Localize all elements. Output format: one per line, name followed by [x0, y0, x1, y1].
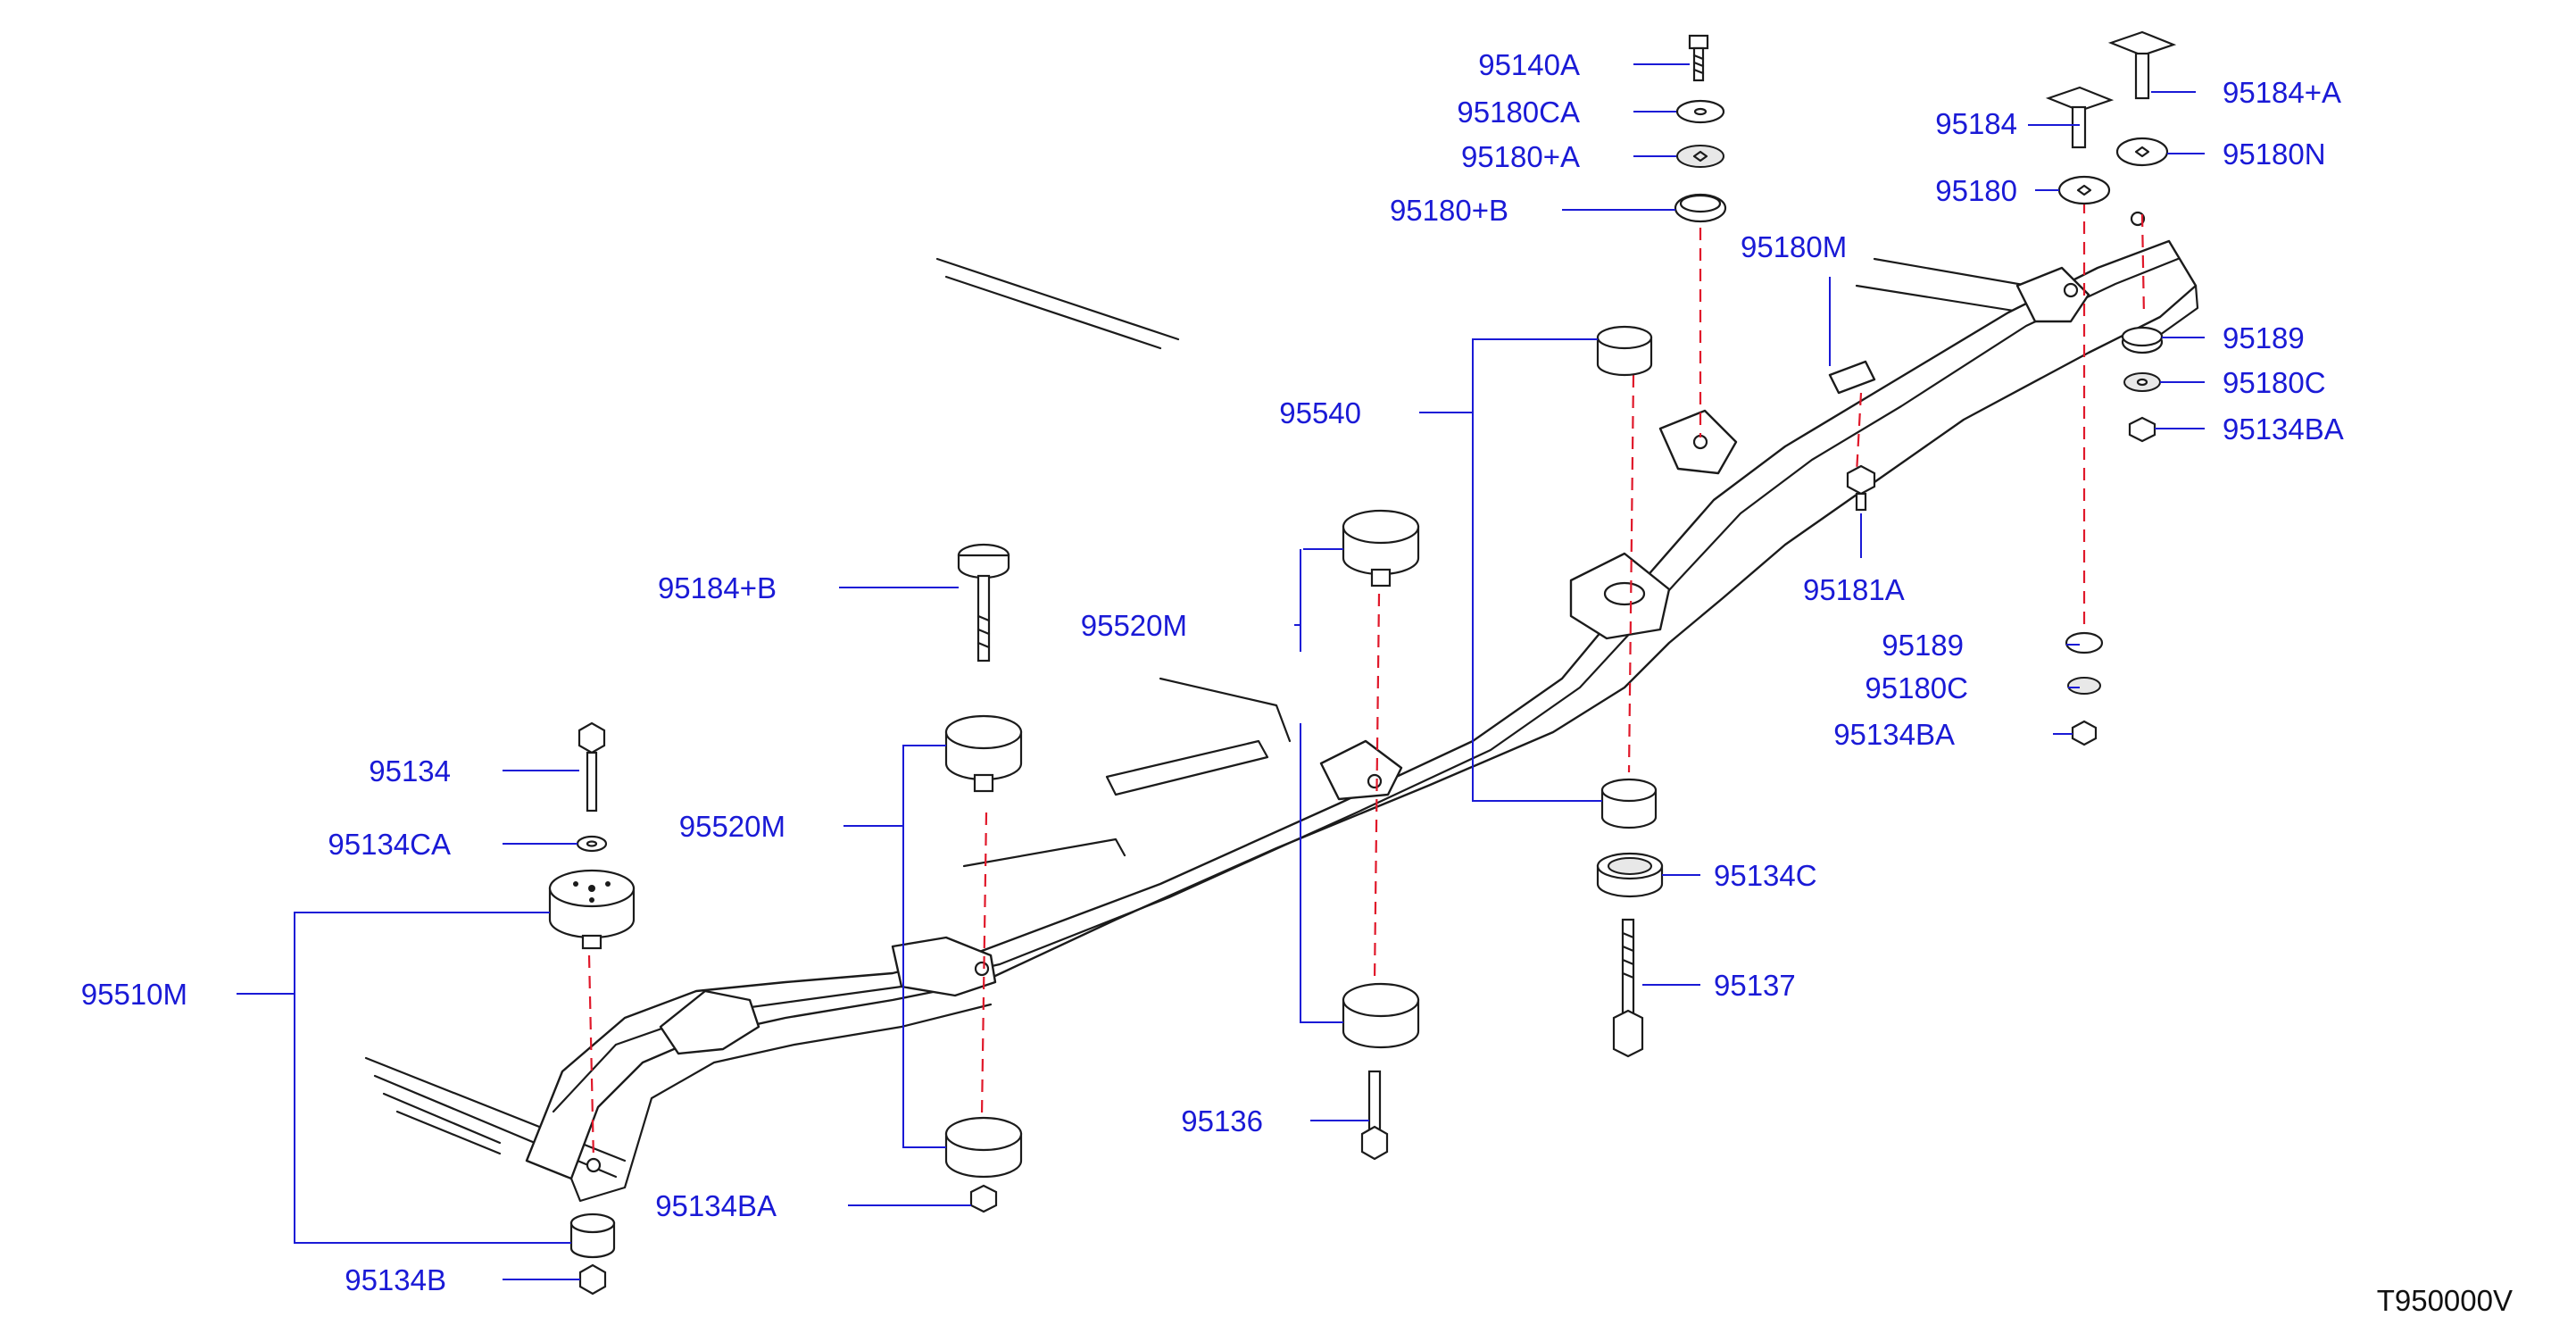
assembly-axes [587, 201, 2146, 1162]
cushion-95510M-upper-icon [548, 869, 636, 950]
cushion-95540-lower-icon [1600, 778, 1658, 829]
callout-95184-top: 95184 [1935, 107, 2017, 140]
callout-95540: 95540 [1279, 396, 1361, 429]
callout-95134CA: 95134CA [328, 828, 451, 861]
bolt-95140A-icon [1688, 34, 1709, 82]
callout-95180C-lower: 95180C [1865, 671, 1968, 704]
nut-95134BA-mid-icon [2071, 720, 2098, 746]
clamp-95184-icon [2045, 86, 2115, 149]
cushion-95520M-left-upper-icon [944, 714, 1023, 793]
washer-95134CA-icon [576, 835, 608, 853]
washer-95180N-icon [2115, 137, 2169, 167]
bolt-95134-icon [578, 721, 606, 812]
callout-95180pA: 95180+A [1461, 140, 1580, 173]
nut-95134BA-lower-icon [969, 1184, 998, 1213]
callout-95180C-upper: 95180C [2223, 366, 2326, 399]
callout-95134: 95134 [369, 754, 451, 788]
cushion-95520M-lower-icon [1342, 982, 1420, 1049]
nut-95134BA-upper-icon [2128, 416, 2156, 443]
drawing-reference-code: T950000V [2377, 1284, 2513, 1317]
vehicle-frame-rail [364, 211, 2199, 1203]
washer-95180B-icon [1674, 193, 1727, 223]
callout-95189-upper: 95189 [2223, 321, 2305, 354]
callout-95510M: 95510M [81, 978, 187, 1011]
callout-95134BA-mid: 95134BA [1833, 718, 1955, 751]
callout-95136: 95136 [1181, 1104, 1263, 1138]
callout-95134BA-upper: 95134BA [2223, 412, 2344, 446]
nut-95134B-icon [578, 1263, 607, 1296]
cushion-95189-upper-icon [2121, 326, 2164, 354]
callout-95520M-upper: 95520M [1081, 609, 1187, 642]
callout-95134B: 95134B [345, 1263, 446, 1296]
callout-95140A: 95140A [1478, 48, 1580, 81]
bolt-95184pB-icon [957, 543, 1010, 662]
cushion-95520M-upper-icon [1342, 509, 1420, 588]
callout-95184pA: 95184+A [2223, 76, 2341, 109]
washer-95180-icon [2057, 175, 2111, 205]
callout-95137: 95137 [1714, 969, 1796, 1002]
callout-95184pB: 95184+B [658, 571, 777, 604]
callout-95180M: 95180M [1741, 230, 1847, 263]
callout-95180N: 95180N [2223, 138, 2326, 171]
callout-95181A: 95181A [1803, 573, 1905, 606]
cup-95134C-icon [1596, 852, 1664, 898]
leader-lines [237, 63, 2205, 1280]
callout-95180-top: 95180 [1935, 174, 2017, 207]
washer-95180C-lower-icon [2067, 677, 2101, 695]
callout-labels: 95140A 95180CA 95180+A 95180+B 95184 951… [81, 48, 2344, 1296]
clamp-95184pA-icon [2107, 30, 2177, 100]
callout-95134C: 95134C [1714, 859, 1817, 892]
washer-95180A-icon [1676, 145, 1724, 168]
bolt-95136-icon [1360, 1070, 1389, 1161]
bolt-95137-icon [1612, 918, 1644, 1058]
callout-95134BA-lower: 95134BA [655, 1189, 777, 1222]
callout-95180CA: 95180CA [1457, 96, 1580, 129]
washer-95180CA-icon [1675, 99, 1725, 124]
cushion-95520M-left-lower-icon [944, 1116, 1023, 1179]
callout-95520M-lower: 95520M [679, 810, 785, 843]
callout-95180pB: 95180+B [1390, 194, 1508, 227]
cushion-95510M-lower-icon [569, 1212, 616, 1259]
cushion-95189-lower-icon [2065, 631, 2104, 654]
callout-95189-lower: 95189 [1882, 629, 1964, 662]
bolt-95181A-icon [1846, 464, 1876, 512]
cushion-95540-upper-icon [1596, 325, 1653, 377]
washer-95180C-upper-icon [2123, 372, 2161, 392]
